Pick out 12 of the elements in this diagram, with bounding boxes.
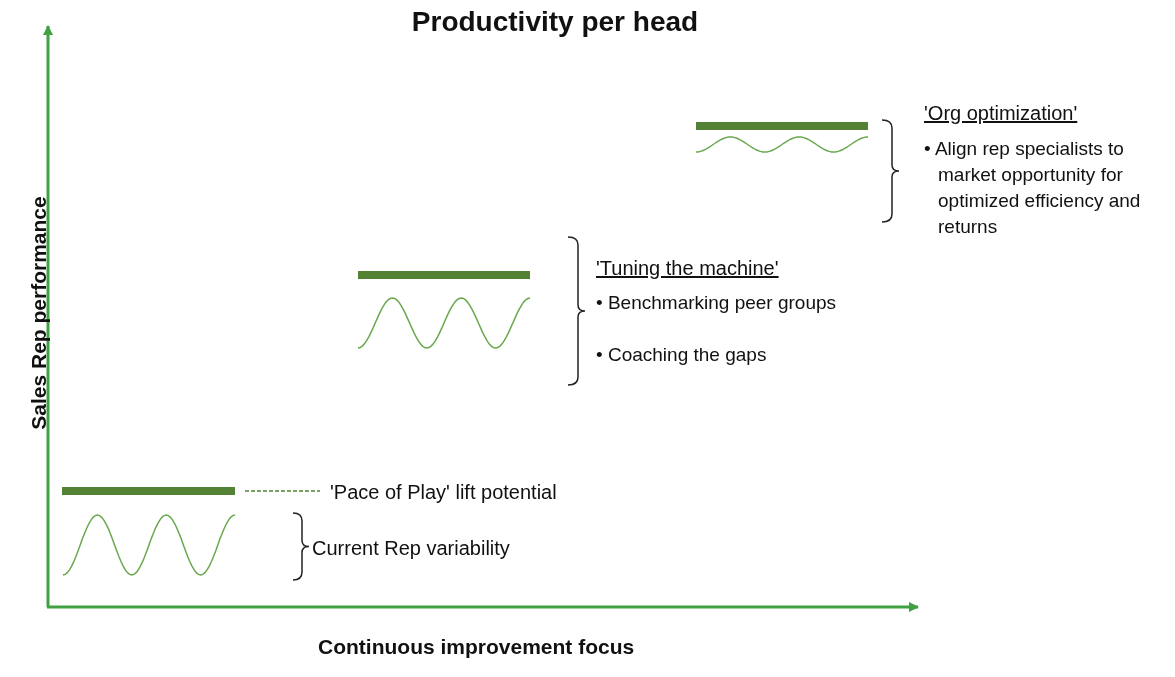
bullet-point: • Align rep specialists to market opportunity for optimized efficiency and returns bbox=[924, 137, 1142, 239]
axis-title: Continuous improvement focus bbox=[318, 634, 635, 660]
annotation-text: Current Rep variability bbox=[312, 536, 510, 561]
bullet-point: • Coaching the gaps bbox=[596, 343, 768, 367]
annotation-text: 'Pace of Play' lift potential bbox=[330, 479, 557, 505]
title: Productivity per head bbox=[411, 6, 699, 37]
leader-line bbox=[244, 490, 321, 492]
section-heading: 'Tuning the machine' bbox=[596, 256, 779, 281]
performance-bar bbox=[62, 487, 235, 495]
axis-title: Sales Rep performance bbox=[26, 195, 51, 432]
section-heading: 'Org optimization' bbox=[924, 101, 1078, 126]
bullet-point: • Benchmarking peer groups bbox=[596, 291, 838, 315]
